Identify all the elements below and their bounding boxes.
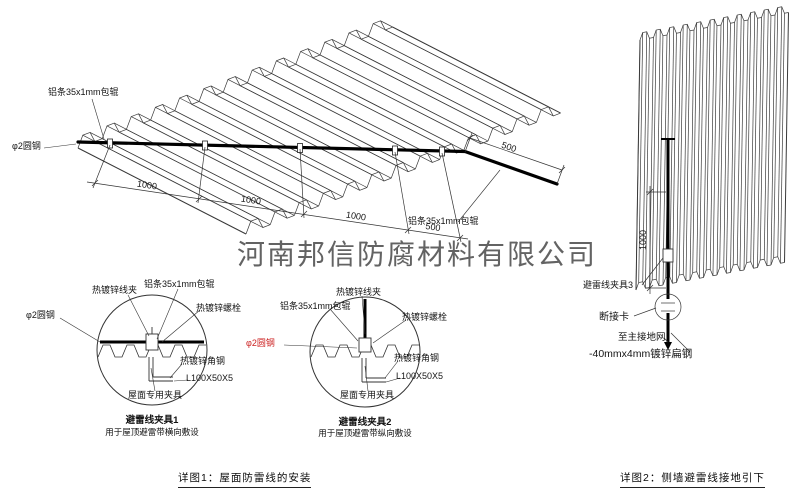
detail2-title: 避雷线夹具2 bbox=[338, 417, 392, 428]
detail1-wire-clip-label: 热镀锌线夹 bbox=[92, 285, 138, 295]
roof-round-steel-label: φ2圆钢 bbox=[12, 141, 41, 151]
detail2-fixture-label: 屋面专用夹具 bbox=[340, 390, 395, 400]
roof-dim-500-bottom: 500 bbox=[424, 220, 442, 234]
detail2-drawing bbox=[283, 295, 421, 408]
wall-dim-1000: 1000 bbox=[638, 229, 648, 251]
detail2-strip-label: 铝条35x1mm包辊 bbox=[280, 301, 351, 311]
roof-corrugated-sheet bbox=[77, 20, 562, 235]
detail1-angle-steel-label: 热镀锌角钢 bbox=[180, 356, 226, 366]
detail2-bolt-label: 热镀锌螺栓 bbox=[402, 312, 448, 322]
detail2-angle-steel-label: 热镀锌角钢 bbox=[394, 353, 440, 363]
detail1-drawing bbox=[59, 288, 208, 406]
wall-annotations bbox=[633, 186, 691, 353]
detail2-angle-size-label: L100X50X5 bbox=[396, 371, 444, 381]
wall-flat-steel-label: -40mmx4mm镀锌扁钢 bbox=[589, 348, 693, 360]
detail1-title: 避雷线夹具1 bbox=[125, 415, 179, 426]
detail1-bolt-label: 热镀锌螺栓 bbox=[196, 303, 242, 313]
roof-wire-clamps bbox=[107, 138, 445, 157]
detail2-round-steel-label: φ2圆钢 bbox=[246, 338, 275, 348]
detail1-angle-size-label: L100X50X5 bbox=[186, 373, 234, 383]
roof-aluminum-strip-label-top: 铝条35x1mm包辊 bbox=[48, 87, 119, 97]
figure2-caption: 详图2：侧墙避雷线接地引下 bbox=[620, 470, 765, 488]
detail1-strip-label: 铝条35x1mm包辊 bbox=[144, 279, 215, 289]
roof-aluminum-strip-label-right: 铝条35x1mm包辊 bbox=[408, 216, 479, 226]
roof-dimension-lines bbox=[86, 132, 566, 243]
company-watermark: 河南邦信防腐材料有限公司 bbox=[237, 240, 598, 271]
wall-disconnect-card-label: 断接卡 bbox=[599, 312, 629, 323]
detail1-round-steel-label: φ2圆钢 bbox=[26, 310, 55, 320]
wall-corrugated-sheet bbox=[635, 6, 789, 291]
detail1-subtitle: 用于屋顶避雷带横向敷设 bbox=[105, 427, 199, 437]
detail1-fixture-label: 屋面专用夹具 bbox=[128, 390, 183, 400]
roof-leader-lines bbox=[43, 98, 501, 223]
figure1-caption: 详图1：屋面防雷线的安装 bbox=[178, 470, 312, 488]
wall-to-ground-label: 至主接地网 bbox=[618, 332, 666, 343]
detail2-subtitle: 用于屋顶避雷带纵向敷设 bbox=[318, 428, 412, 438]
detail2-wire-clip-label: 热镀锌线夹 bbox=[336, 287, 382, 297]
wall-clamp3-label: 避雷线夹具3 bbox=[583, 280, 634, 290]
